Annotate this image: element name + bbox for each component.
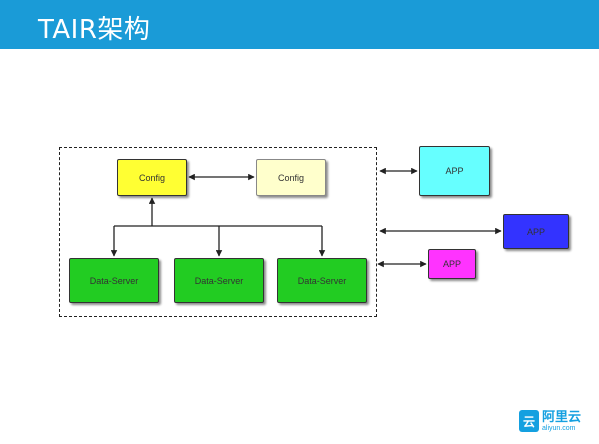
aliyun-logo: 云 阿里云 aliyun.com [519, 408, 589, 434]
data-server-2-label: Data-Server [194, 275, 244, 286]
logo-text-en: aliyun.com [542, 424, 576, 432]
config-primary-label: Config [138, 172, 165, 183]
data-server-1-label: Data-Server [89, 275, 139, 286]
app-3-label: APP [442, 259, 461, 269]
data-server-3-label: Data-Server [297, 275, 347, 286]
config-server-secondary: Config [256, 159, 326, 196]
logo-text-cn: 阿里云 [542, 409, 582, 425]
app-1-label: APP [445, 166, 464, 176]
data-server-3: Data-Server [277, 258, 367, 303]
aliyun-logo-icon: 云 [519, 410, 539, 432]
app-node-1: APP [419, 146, 490, 196]
page-title: TAIR架构 [38, 15, 151, 45]
config-secondary-label: Config [277, 172, 304, 183]
header-bar: TAIR架构 [0, 0, 599, 49]
app-node-3: APP [428, 249, 476, 279]
app-node-2: APP [503, 214, 569, 249]
config-server-primary: Config [117, 159, 187, 196]
app-2-label: APP [526, 226, 545, 237]
data-server-1: Data-Server [69, 258, 159, 303]
cluster-boundary [59, 147, 377, 317]
data-server-2: Data-Server [174, 258, 264, 303]
